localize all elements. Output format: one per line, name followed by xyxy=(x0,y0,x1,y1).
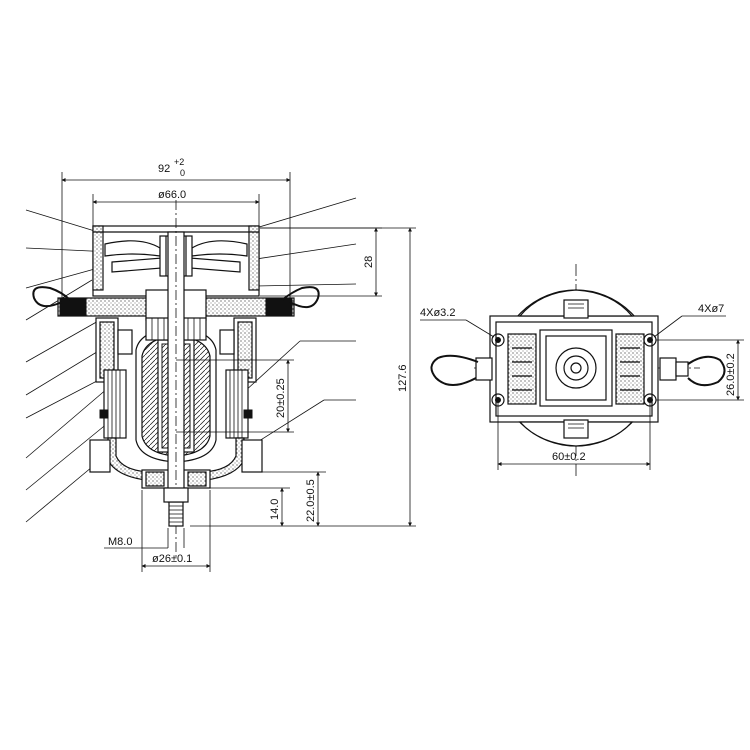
overall-width-tol-lower: 0 xyxy=(180,168,185,178)
fan-height-label: 28 xyxy=(363,256,375,268)
side-dimensions xyxy=(61,172,416,572)
total-height-label: 127.6 xyxy=(397,364,409,392)
fan-diameter-label: ø66.0 xyxy=(158,189,186,201)
end-lead-wire-right xyxy=(687,355,726,387)
overall-width-tol-upper: +2 xyxy=(174,157,184,167)
boss-diameter-label: ø26±0.1 xyxy=(152,553,192,565)
thread-label: M8.0 xyxy=(108,536,132,548)
end-lead-wire-left xyxy=(430,354,479,386)
mount-holes-small-label: 4Xø3.2 xyxy=(420,307,455,319)
side-dimension-labels: 92 +2 0 ø66.0 28 127.6 20±0.25 14.0 22.0… xyxy=(108,157,409,565)
lead-wire-left xyxy=(32,286,71,308)
end-view xyxy=(430,264,726,476)
stator xyxy=(99,369,253,439)
end-dimensions xyxy=(420,315,744,470)
shaft-stub-label: 14.0 xyxy=(269,499,281,520)
side-section-view xyxy=(25,197,357,560)
core-offset-label: 20±0.25 xyxy=(275,378,287,418)
overall-width-label: 92 xyxy=(158,163,170,175)
center-bearing xyxy=(555,347,597,389)
leader-lines-left xyxy=(25,209,121,523)
hole-spacing-v-label: 26.0±0.2 xyxy=(725,353,737,396)
shaft-length-label: 22.0±0.5 xyxy=(305,479,317,522)
lead-wire-right xyxy=(281,286,320,309)
end-dimension-labels: 4Xø3.2 4Xø7 26.0±0.2 60±0.2 xyxy=(420,303,737,463)
mount-holes-large-label: 4Xø7 xyxy=(698,303,724,315)
bottom-cup xyxy=(107,437,245,481)
hole-spacing-h-label: 60±0.2 xyxy=(552,451,586,463)
brush-holders xyxy=(95,317,257,383)
